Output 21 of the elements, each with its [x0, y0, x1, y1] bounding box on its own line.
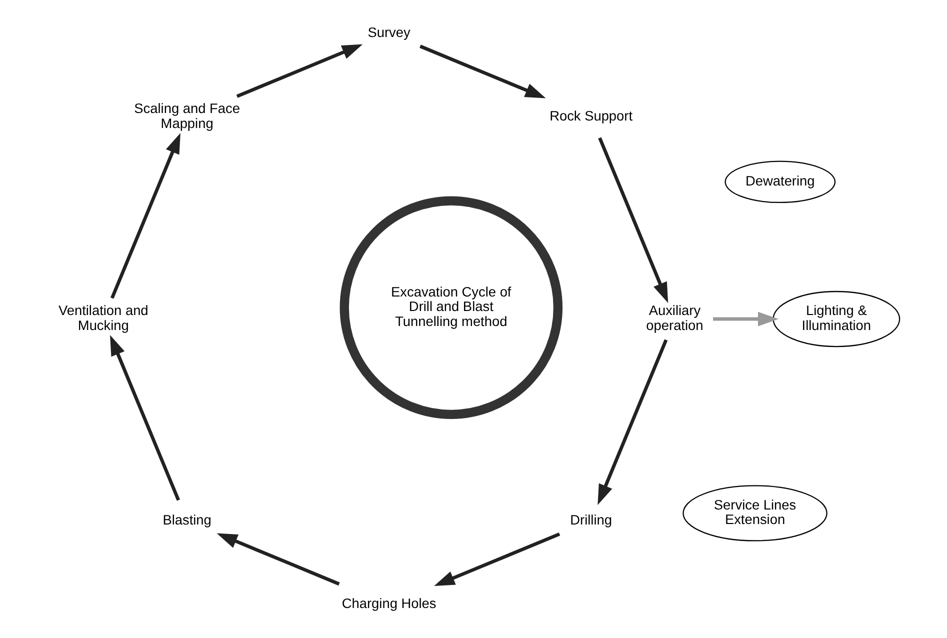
- node-ellipse: Dewatering: [724, 160, 836, 204]
- arrow: [598, 137, 668, 304]
- arrow: [216, 533, 340, 586]
- node-text: Rock Support: [549, 108, 632, 124]
- arrow: [110, 132, 180, 299]
- arrow: [712, 312, 778, 326]
- node-ellipse: Service Lines Extension: [682, 485, 827, 542]
- node-text: Drilling: [570, 512, 612, 528]
- arrow: [236, 44, 362, 98]
- arrow: [434, 532, 560, 586]
- node-text: Survey: [367, 24, 410, 40]
- arrow: [419, 44, 546, 98]
- node-ellipse: Lighting & Illumination: [772, 290, 900, 348]
- arrow: [110, 334, 180, 501]
- node-circle: Excavation Cycle of Drill and Blast Tunnelling method: [339, 196, 562, 419]
- node-text: Charging Holes: [341, 596, 436, 612]
- node-text: Auxiliary operation: [646, 303, 703, 333]
- node-text: Ventilation and Mucking: [58, 303, 148, 333]
- node-text: Scaling and Face Mapping: [134, 101, 240, 131]
- arrow: [597, 339, 668, 506]
- node-text: Blasting: [162, 512, 211, 528]
